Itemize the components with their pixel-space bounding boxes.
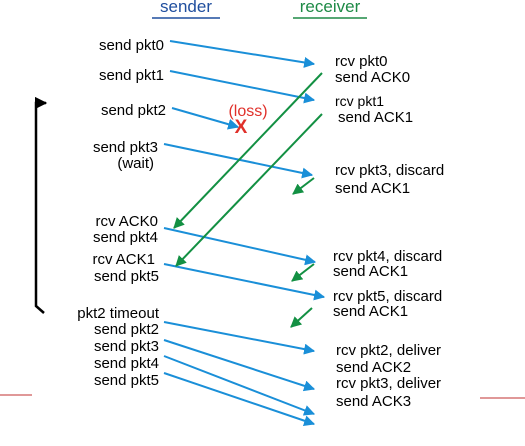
pkt5-arrow [163, 263, 326, 301]
sender-header: sender [160, 0, 212, 16]
timeout-bracket [34, 96, 48, 314]
loss-x-icon: X [235, 117, 248, 138]
timeout-label: pkt2 timeout [77, 305, 160, 322]
ack0-arrow [173, 72, 323, 229]
receiver-event: send ACK1 [333, 263, 408, 280]
ack1-dup-arrow [290, 307, 313, 328]
pkt5-resend-arrow [163, 372, 316, 427]
sender-event: send pkt5 [94, 268, 159, 285]
receiver-event: send ACK3 [336, 393, 411, 410]
pkt2-resend-arrow [163, 321, 316, 355]
receiver-event: send ACK1 [335, 180, 410, 197]
sender-event: send pkt0 [99, 37, 164, 54]
receiver-event: rcv pkt4, discard [333, 248, 442, 265]
receiver-event: send ACK1 [338, 109, 413, 126]
ack1-dup-arrow [292, 177, 315, 195]
receiver-event: rcv pkt1 [335, 93, 384, 109]
sender-event: send pkt4 [94, 355, 159, 372]
receiver-event: rcv pkt2, deliver [336, 342, 441, 359]
receiver-event: send ACK0 [335, 69, 410, 86]
pkt4-arrow [163, 227, 317, 266]
sender-event: rcv ACK1 [92, 251, 155, 268]
loss-label: (loss) [228, 103, 267, 120]
receiver-event: send ACK2 [336, 359, 411, 376]
ack1-dup-arrow [291, 263, 315, 282]
sender-event: send pkt2 [101, 102, 166, 119]
pkt4-resend-arrow [163, 355, 316, 416]
pkt2-lost-arrow [171, 107, 240, 130]
sender-event: send pkt4 [93, 229, 158, 246]
ack1-arrow [175, 113, 323, 267]
pkt3-arrow [163, 143, 314, 179]
sender-event: send pkt5 [94, 372, 159, 389]
receiver-event: rcv pkt5, discard [333, 288, 442, 305]
receiver-event: rcv pkt3, deliver [336, 375, 441, 392]
sender-event: (wait) [117, 155, 154, 172]
sender-event: send pkt1 [99, 67, 164, 84]
receiver-event: rcv pkt0 [335, 53, 388, 70]
pkt1-arrow [169, 70, 316, 104]
pkt3-resend-arrow [163, 339, 316, 392]
sender-event: send pkt3 [93, 139, 158, 156]
sender-event: send pkt2 [94, 321, 159, 338]
receiver-header: receiver [300, 0, 361, 16]
pkt0-arrow [169, 40, 316, 68]
sender-event: rcv ACK0 [95, 213, 158, 230]
sender-event: send pkt3 [94, 338, 159, 355]
receiver-event: rcv pkt3, discard [335, 162, 444, 179]
receiver-event: send ACK1 [333, 303, 408, 320]
